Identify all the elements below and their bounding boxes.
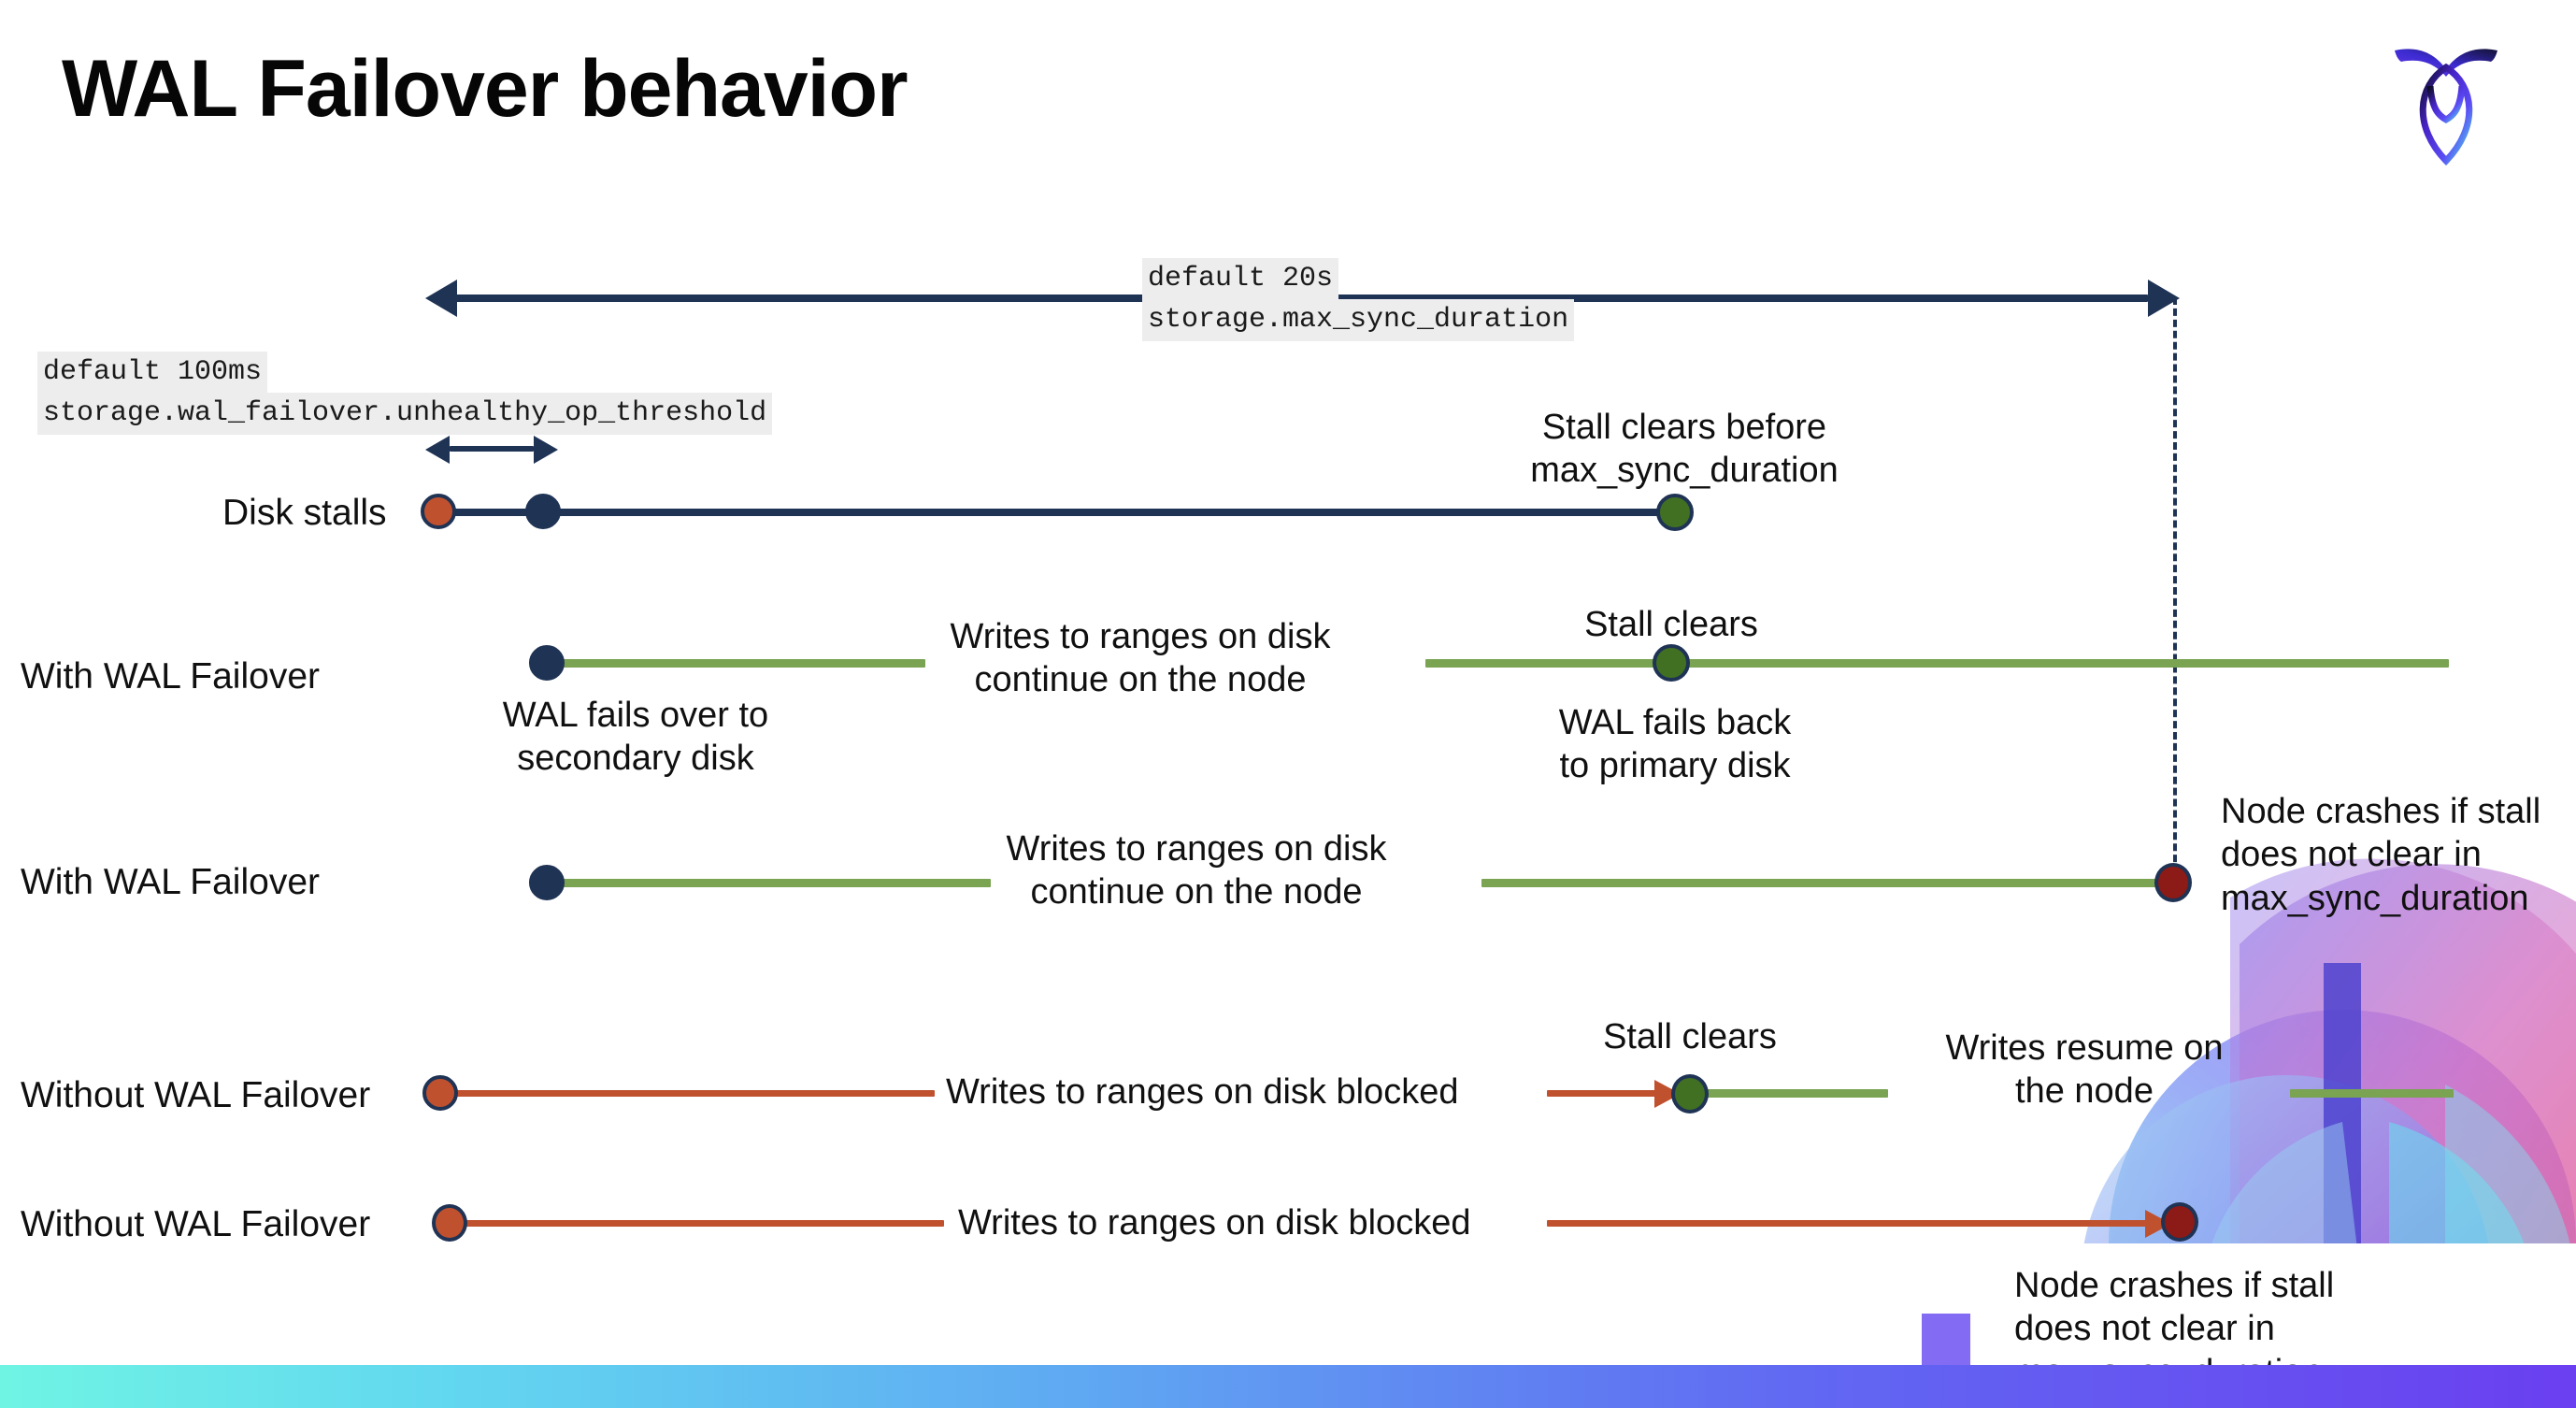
without-failover-2-track-left: [458, 1220, 944, 1227]
note-stall-clears-before: Stall clears before max_sync_duration: [1530, 408, 1839, 491]
note-wal-fails-back: WAL fails back to primary disk: [1558, 703, 1792, 786]
without-failover-1-stall-clear-dot: [1671, 1074, 1709, 1113]
page-title: WAL Failover behavior: [62, 44, 909, 134]
with-failover-2-track-right: [1481, 879, 2173, 887]
small-arrow-right-head-icon: [534, 436, 558, 464]
row-label-disk-stalls: Disk stalls: [222, 493, 387, 533]
max-sync-setting-chip: storage.max_sync_duration: [1142, 299, 1575, 341]
row-label-without-wal-failover-1: Without WAL Failover: [21, 1075, 371, 1115]
disk-stall-clear-dot: [1656, 494, 1694, 531]
without-failover-2-stall-start-dot: [432, 1204, 467, 1242]
row-label-with-wal-failover-1: With WAL Failover: [21, 656, 320, 697]
note-writes-resume: Writes resume on the node: [1945, 1028, 2224, 1112]
small-arrow-left-head-icon: [425, 436, 450, 464]
without-failover-1-stall-start-dot: [422, 1075, 458, 1111]
note-writes-continue-2: Writes to ranges on disk continue on the…: [1006, 829, 1387, 912]
note-writes-blocked-2: Writes to ranges on disk blocked: [958, 1203, 1471, 1243]
note-wal-fails-over: WAL fails over to secondary disk: [502, 696, 769, 779]
unhealthy-default-chip: default 100ms: [37, 352, 268, 394]
max-sync-duration-dashed-guide: [2173, 297, 2177, 884]
note-writes-blocked-1: Writes to ranges on disk blocked: [946, 1072, 1459, 1112]
with-failover-2-crash-dot: [2154, 863, 2192, 902]
row-label-with-wal-failover-2: With WAL Failover: [21, 862, 320, 902]
max-sync-default-chip: default 20s: [1142, 258, 1339, 300]
note-stall-clears-1: Stall clears: [1584, 605, 1758, 644]
disk-stall-failover-dot: [525, 494, 561, 529]
cockroachdb-logo-icon: [2385, 30, 2507, 170]
without-failover-1-track-left: [449, 1090, 935, 1097]
bottom-gradient-bar: [0, 1365, 2576, 1408]
with-failover-2-failover-dot: [529, 865, 565, 900]
with-failover-2-track-left: [542, 879, 991, 887]
without-failover-1-track-green: [1696, 1089, 1888, 1098]
disk-stalls-track: [439, 509, 1675, 516]
without-failover-2-track-right: [1547, 1220, 2159, 1227]
disk-stall-start-dot: [421, 494, 456, 529]
note-writes-continue-1: Writes to ranges on disk continue on the…: [950, 617, 1331, 700]
note-node-crashes-1: Node crashes if stall does not clear in …: [2221, 792, 2541, 918]
with-failover-1-stall-clear-dot: [1653, 644, 1690, 682]
without-failover-1-track-arrow: [1547, 1090, 1668, 1097]
with-failover-1-failover-dot: [529, 645, 565, 681]
note-stall-clears-2: Stall clears: [1603, 1017, 1777, 1056]
without-failover-1-track-resume: [2290, 1089, 2454, 1098]
without-failover-2-crash-dot: [2161, 1202, 2198, 1242]
with-failover-1-track-right: [1425, 659, 2449, 668]
unhealthy-threshold-track: [450, 446, 534, 452]
arrow-left-head-icon: [425, 280, 457, 317]
unhealthy-setting-chip: storage.wal_failover.unhealthy_op_thresh…: [37, 393, 773, 435]
with-failover-1-track-left: [542, 659, 925, 668]
row-label-without-wal-failover-2: Without WAL Failover: [21, 1204, 371, 1244]
